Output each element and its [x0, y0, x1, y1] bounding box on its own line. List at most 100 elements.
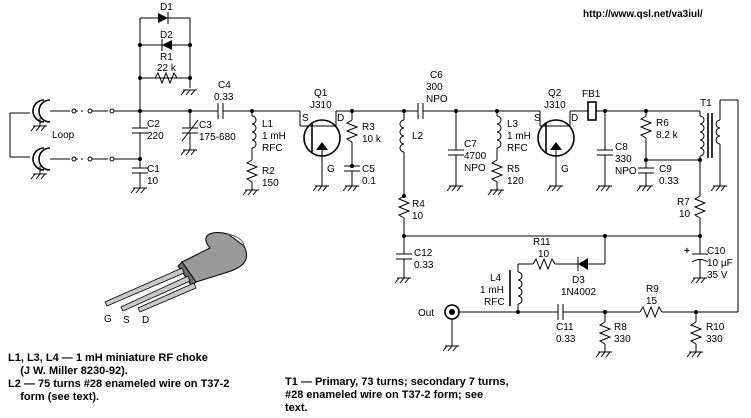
svg-text:+: + — [684, 246, 690, 257]
ferrite-bead-fb1: FB1 — [582, 89, 601, 121]
svg-text:4700: 4700 — [464, 151, 487, 162]
svg-text:D2: D2 — [160, 30, 173, 41]
svg-text:10: 10 — [412, 211, 424, 222]
svg-text:L2: L2 — [412, 131, 424, 142]
svg-text:R4: R4 — [412, 199, 425, 210]
svg-text:NPO: NPO — [615, 166, 637, 177]
svg-text:J310: J310 — [310, 100, 332, 111]
svg-text:D: D — [337, 113, 344, 124]
capacitor-c9: C9 0.33 — [636, 164, 679, 192]
svg-text:G: G — [561, 164, 569, 175]
capacitor-c2: C2 220 — [132, 111, 164, 159]
svg-text:10 k: 10 k — [362, 134, 382, 145]
inductor-l3: L3 1 mH RFC — [496, 111, 531, 160]
transformer-t1: T1 — [696, 98, 739, 312]
svg-text:Q2: Q2 — [548, 88, 562, 99]
svg-text:C2: C2 — [147, 119, 160, 130]
svg-text:FB1: FB1 — [582, 89, 601, 100]
svg-text:C10: C10 — [707, 246, 726, 257]
inductor-l2: L2 — [399, 111, 424, 196]
svg-text:R7: R7 — [677, 197, 690, 208]
svg-text:0.33: 0.33 — [414, 260, 434, 271]
svg-text:G: G — [327, 164, 335, 175]
svg-text:R5: R5 — [507, 164, 520, 175]
capacitor-c10: + C10 10 µF 35 V — [684, 236, 733, 284]
svg-text:10: 10 — [538, 249, 550, 260]
svg-text:R1: R1 — [160, 52, 173, 63]
resistor-r7: R7 10 — [677, 160, 707, 236]
loop-connector-bottom — [30, 147, 115, 180]
capacitor-c5: C5 0.1 — [342, 164, 376, 192]
svg-text:C12: C12 — [414, 248, 433, 259]
resistor-r10: R10 330 — [686, 312, 725, 358]
capacitor-c8: C8 330 NPO — [595, 111, 637, 192]
j310-package-drawing: G S D — [104, 232, 248, 326]
svg-text:0.33: 0.33 — [556, 334, 576, 345]
svg-text:R10: R10 — [706, 322, 725, 333]
svg-text:R11: R11 — [533, 237, 551, 248]
transistor-q1: Q1 J310 S D G — [299, 88, 344, 180]
svg-text:R8: R8 — [614, 322, 627, 333]
loop-connector-top — [30, 99, 115, 132]
resistor-r4: R4 10 — [397, 195, 425, 236]
output-connector: Out — [418, 304, 460, 352]
svg-text:120: 120 — [507, 176, 524, 187]
svg-text:1 mH: 1 mH — [262, 131, 286, 142]
svg-text:S: S — [123, 315, 130, 326]
svg-text:RFC: RFC — [262, 143, 283, 154]
svg-text:1 mH: 1 mH — [507, 131, 531, 142]
source-url: http://www.qsl.net/va3iul/ — [583, 9, 703, 20]
svg-text:C3: C3 — [199, 120, 212, 131]
resistor-r2: R2 150 — [242, 159, 279, 196]
svg-text:J310: J310 — [544, 100, 566, 111]
capacitor-c3: C3 175-680 — [180, 111, 236, 156]
diode-d1: D1 — [158, 2, 173, 24]
diode-d3: D3 1N4002 — [561, 257, 605, 298]
capacitor-c7: C7 4700 NPO — [446, 111, 487, 192]
svg-text:1N4002: 1N4002 — [561, 287, 596, 298]
svg-text:0.33: 0.33 — [214, 92, 234, 103]
resistor-r8: R8 330 — [595, 312, 631, 358]
inductor-l1: L1 1 mH RFC — [251, 111, 286, 160]
svg-text:8.2 k: 8.2 k — [656, 130, 679, 141]
svg-text:NPO: NPO — [426, 94, 448, 105]
capacitor-c1: C1 10 — [130, 164, 160, 194]
svg-text:220: 220 — [147, 131, 164, 142]
svg-text:C8: C8 — [615, 142, 628, 153]
svg-text:C6: C6 — [430, 70, 443, 81]
resistor-r6: R6 8.2 k — [639, 111, 679, 168]
svg-text:300: 300 — [426, 82, 443, 93]
svg-text:S: S — [302, 113, 309, 124]
svg-text:15: 15 — [646, 296, 658, 307]
svg-text:D: D — [571, 113, 578, 124]
svg-text:RFC: RFC — [484, 297, 505, 308]
svg-text:0.33: 0.33 — [659, 176, 679, 187]
svg-text:T1: T1 — [700, 98, 712, 109]
loop-outline — [9, 112, 30, 158]
resistor-r9: R9 15 — [639, 284, 663, 319]
svg-text:Out: Out — [418, 308, 434, 319]
capacitor-c12: C12 0.33 — [394, 236, 434, 284]
svg-text:330: 330 — [614, 334, 631, 345]
svg-text:D3: D3 — [572, 275, 585, 286]
capacitor-c6: C6 300 NPO — [417, 70, 448, 119]
svg-text:R9: R9 — [646, 284, 659, 295]
svg-text:C1: C1 — [147, 164, 160, 175]
svg-text:330: 330 — [615, 154, 632, 165]
svg-text:D1: D1 — [160, 2, 173, 13]
transistor-q2: Q2 J310 S D G — [534, 88, 578, 180]
svg-text:C4: C4 — [218, 80, 231, 91]
svg-text:10 µF: 10 µF — [707, 258, 733, 269]
resistor-r3: R3 10 k — [345, 111, 382, 166]
resistor-r1: R1 22 k — [154, 52, 178, 85]
resistor-r5: R5 120 — [487, 159, 524, 196]
loop-label: Loop — [52, 130, 75, 141]
svg-text:S: S — [534, 113, 541, 124]
svg-text:C5: C5 — [362, 164, 375, 175]
capacitor-c4: C4 0.33 — [214, 80, 234, 119]
svg-text:Q1: Q1 — [314, 88, 328, 99]
transformer-note: T1 — Primary, 73 turns; secondary 7 turn… — [285, 376, 509, 414]
svg-text:R3: R3 — [362, 122, 375, 133]
svg-text:L3: L3 — [507, 119, 519, 130]
